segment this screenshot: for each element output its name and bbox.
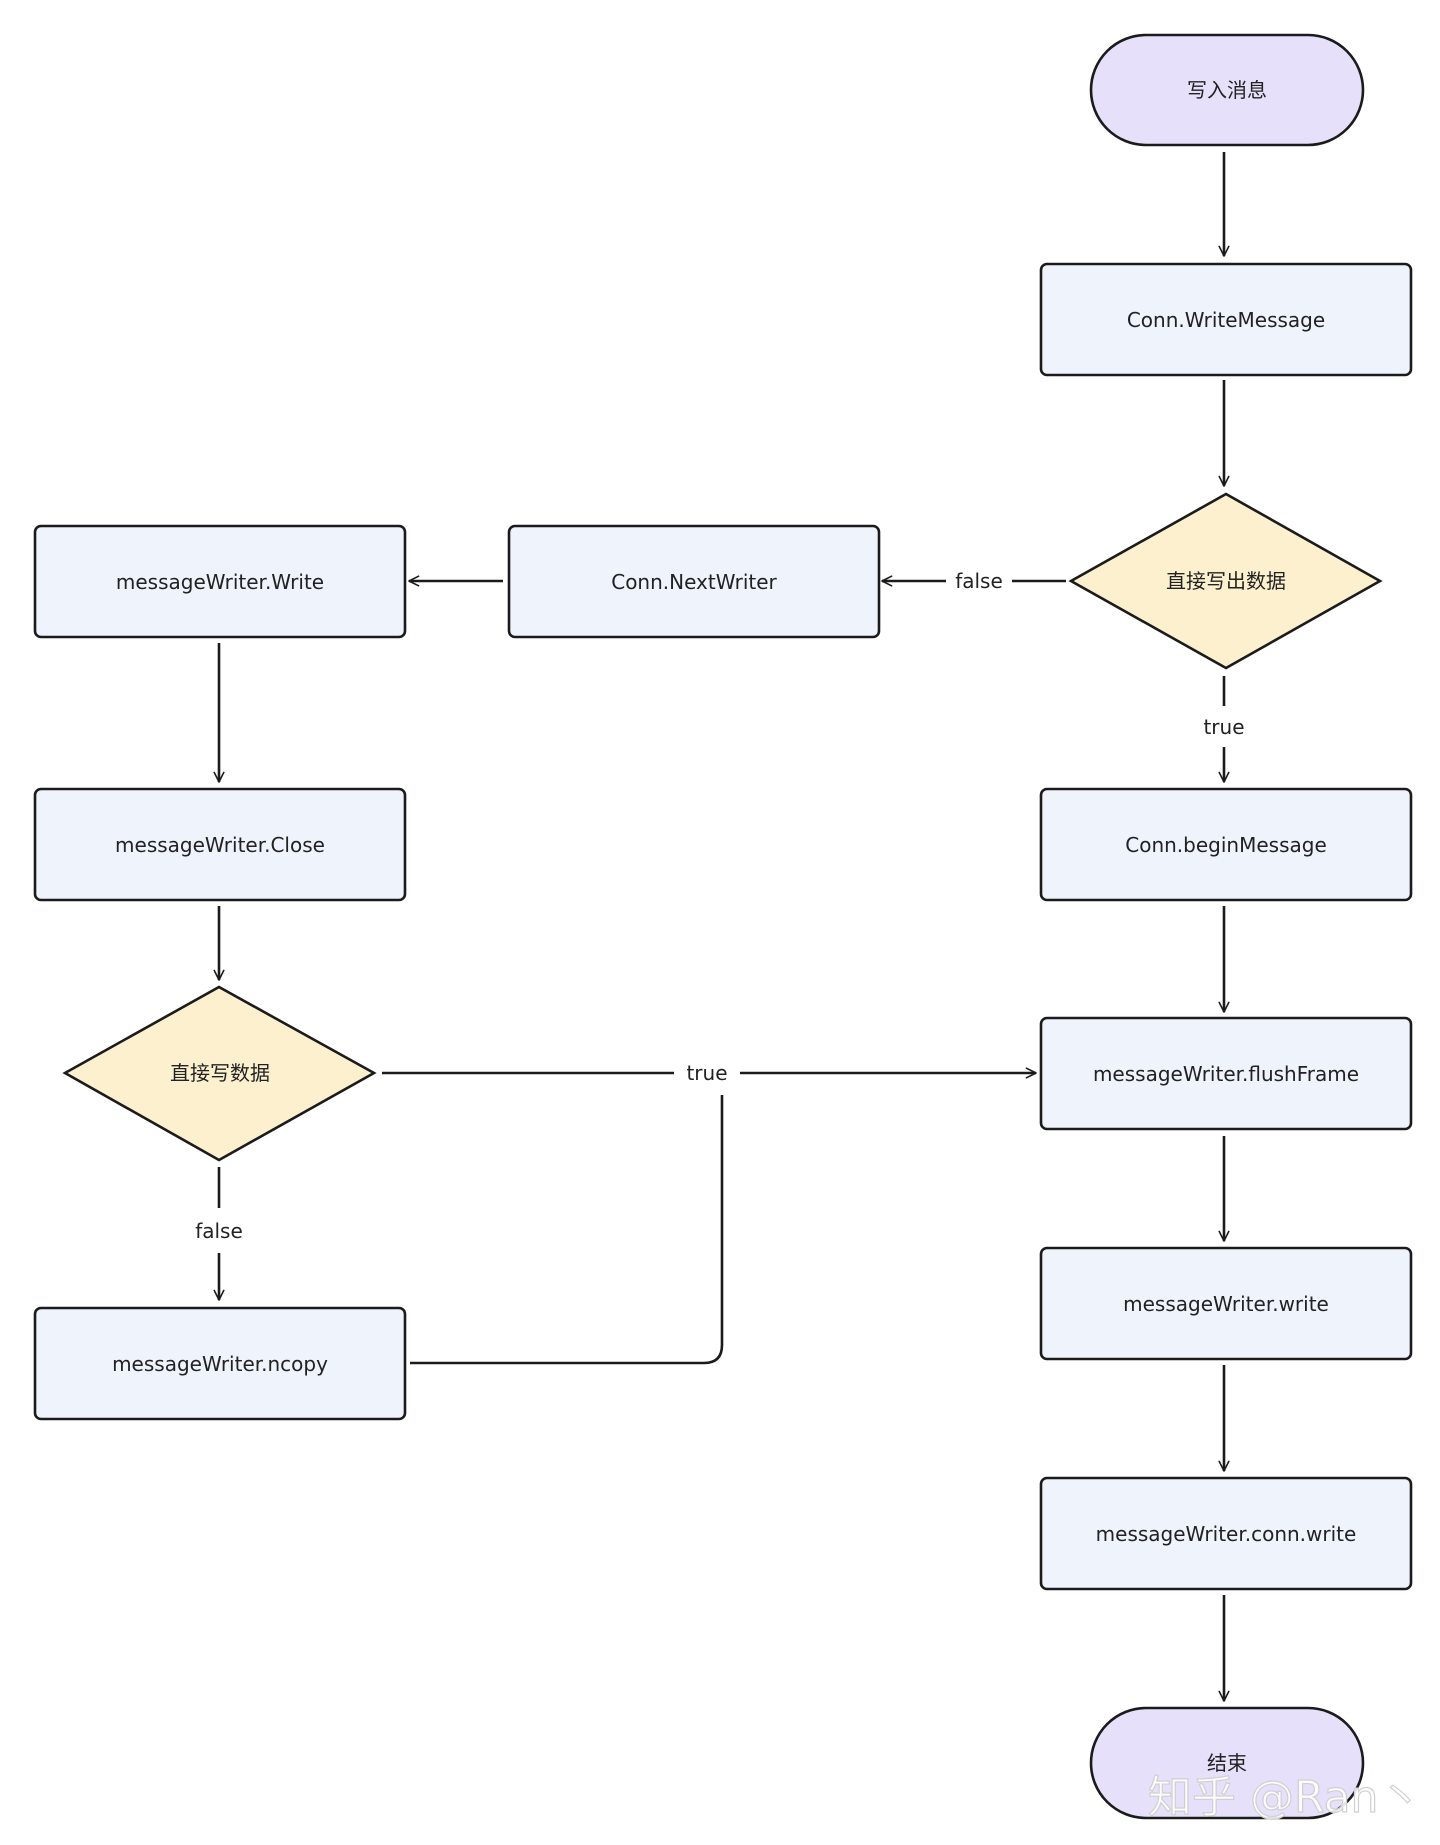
node-begin-message-label: Conn.beginMessage [1125, 833, 1327, 857]
edges [213, 152, 1230, 1702]
node-write-message: Conn.WriteMessage [1039, 262, 1413, 377]
node-direct-out-decision: 直接写出数据 [1068, 492, 1383, 670]
node-end: 结束 [1089, 1706, 1365, 1820]
edge-label-decision-true: true [1203, 715, 1244, 739]
node-direct-write-decision: 直接写数据 [62, 985, 377, 1162]
node-write-message-label: Conn.WriteMessage [1127, 308, 1325, 332]
process-shape [1039, 787, 1413, 902]
node-next-writer-label: Conn.NextWriter [611, 570, 777, 594]
node-mw-write-upper: messageWriter.Write [33, 524, 407, 639]
node-start-label: 写入消息 [1187, 78, 1267, 102]
node-conn-write: messageWriter.conn.write [1039, 1476, 1413, 1591]
node-end-label: 结束 [1207, 1751, 1247, 1775]
process-shape [33, 787, 407, 902]
node-conn-write-label: messageWriter.conn.write [1096, 1522, 1357, 1546]
process-shape [507, 524, 881, 639]
node-flush-frame-label: messageWriter.flushFrame [1093, 1062, 1359, 1086]
edge-labels: false true true false [195, 569, 1244, 1243]
edge-label-direct-true: true [686, 1061, 727, 1085]
process-shape [33, 1306, 407, 1421]
node-mw-write-lower: messageWriter.write [1039, 1246, 1413, 1361]
node-start: 写入消息 [1089, 33, 1365, 147]
process-shape [1039, 262, 1413, 377]
node-mw-close-label: messageWriter.Close [115, 833, 325, 857]
watermark-text: 知乎 @Ran丶 [1148, 1772, 1422, 1823]
node-mw-ncopy-label: messageWriter.ncopy [112, 1352, 328, 1376]
process-shape [1039, 1476, 1413, 1591]
process-shape [33, 524, 407, 639]
node-mw-close: messageWriter.Close [33, 787, 407, 902]
node-begin-message: Conn.beginMessage [1039, 787, 1413, 902]
node-next-writer: Conn.NextWriter [507, 524, 881, 639]
node-flush-frame: messageWriter.flushFrame [1039, 1016, 1413, 1131]
terminal-shape [1089, 33, 1365, 147]
node-direct-write-label: 直接写数据 [170, 1061, 270, 1085]
node-mw-write-upper-label: messageWriter.Write [116, 570, 324, 594]
edge-label-direct-false: false [195, 1219, 243, 1243]
nodes: 写入消息 Conn.WriteMessage 直接写出数据 Conn.NextW… [33, 33, 1413, 1820]
edge-label-decision-false: false [955, 569, 1003, 593]
node-mw-ncopy: messageWriter.ncopy [33, 1306, 407, 1421]
decision-shape [62, 985, 377, 1162]
process-shape [1039, 1246, 1413, 1361]
process-shape [1039, 1016, 1413, 1131]
edge-ncopy-to-flush [410, 1095, 724, 1365]
node-mw-write-lower-label: messageWriter.write [1123, 1292, 1329, 1316]
decision-shape [1068, 492, 1383, 670]
node-direct-out-label: 直接写出数据 [1166, 569, 1286, 593]
terminal-shape [1089, 1706, 1365, 1820]
